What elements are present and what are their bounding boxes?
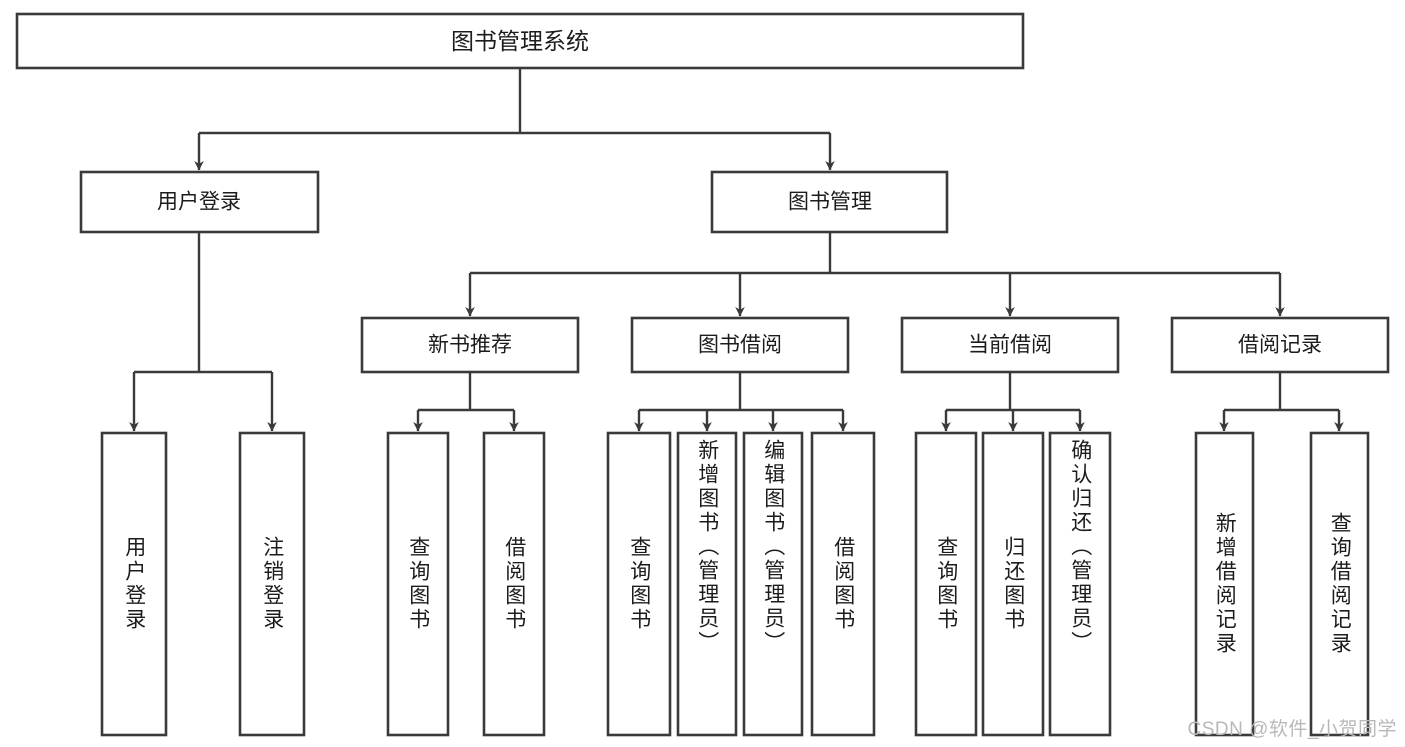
- watermark: CSDN @软件_小贺同学: [1187, 719, 1397, 740]
- node-leaf-add-record-box[interactable]: [1194, 431, 1255, 737]
- node-leaf-borrow-book-1-box[interactable]: [482, 431, 546, 737]
- node-book-borrow-label: 图书借阅: [698, 334, 782, 357]
- node-leaf-logout-box[interactable]: [238, 431, 306, 737]
- node-leaf-return-book-box[interactable]: [981, 431, 1045, 737]
- node-borrow-record-label: 借阅记录: [1238, 334, 1322, 357]
- node-root-label: 图书管理系统: [451, 28, 589, 54]
- node-root[interactable]: 图书管理系统: [15, 12, 1025, 70]
- node-user-login[interactable]: 用户登录: [79, 170, 320, 234]
- node-leaf-query-book-1-box[interactable]: [386, 431, 450, 737]
- connector-group-book-borrow: [634, 372, 848, 432]
- node-leaf-query-record-box[interactable]: [1309, 431, 1370, 737]
- connector-group-book-manage: [465, 232, 1285, 317]
- node-leaf-add-book-box[interactable]: [676, 431, 738, 737]
- node-current-borrow-label: 当前借阅: [968, 334, 1052, 357]
- connector-group-root: [194, 68, 835, 171]
- node-current-borrow-box[interactable]: [900, 316, 1120, 374]
- node-leaf-borrow-book-2-box[interactable]: [810, 431, 876, 737]
- node-book-manage-label: 图书管理: [788, 191, 872, 214]
- node-current-borrow[interactable]: 当前借阅: [900, 316, 1120, 374]
- node-leaf-query-book-3-box[interactable]: [914, 431, 978, 737]
- connector-group-user-login: [129, 232, 277, 432]
- connector-group-borrow-record: [1219, 372, 1344, 432]
- node-leaf-confirm-return-box[interactable]: [1048, 431, 1112, 737]
- node-book-manage[interactable]: 图书管理: [710, 170, 949, 234]
- node-book-manage-box[interactable]: [710, 170, 949, 234]
- node-leaf-user-login-box[interactable]: [100, 431, 168, 737]
- node-leaf-query-book-2-box[interactable]: [606, 431, 672, 737]
- node-borrow-record-box[interactable]: [1170, 316, 1390, 374]
- node-borrow-record[interactable]: 借阅记录: [1170, 316, 1390, 374]
- node-root-box[interactable]: [15, 12, 1025, 70]
- node-new-book-rec-label: 新书推荐: [428, 334, 512, 357]
- connector-group-current-borrow: [941, 372, 1085, 432]
- node-leaf-edit-book-box[interactable]: [742, 431, 804, 737]
- node-book-borrow-box[interactable]: [630, 316, 850, 374]
- node-user-login-label: 用户登录: [157, 191, 241, 214]
- connector-group-new-book-rec: [413, 372, 519, 432]
- node-new-book-rec-box[interactable]: [360, 316, 580, 374]
- node-new-book-rec[interactable]: 新书推荐: [360, 316, 580, 374]
- node-book-borrow[interactable]: 图书借阅: [630, 316, 850, 374]
- node-user-login-box[interactable]: [79, 170, 320, 234]
